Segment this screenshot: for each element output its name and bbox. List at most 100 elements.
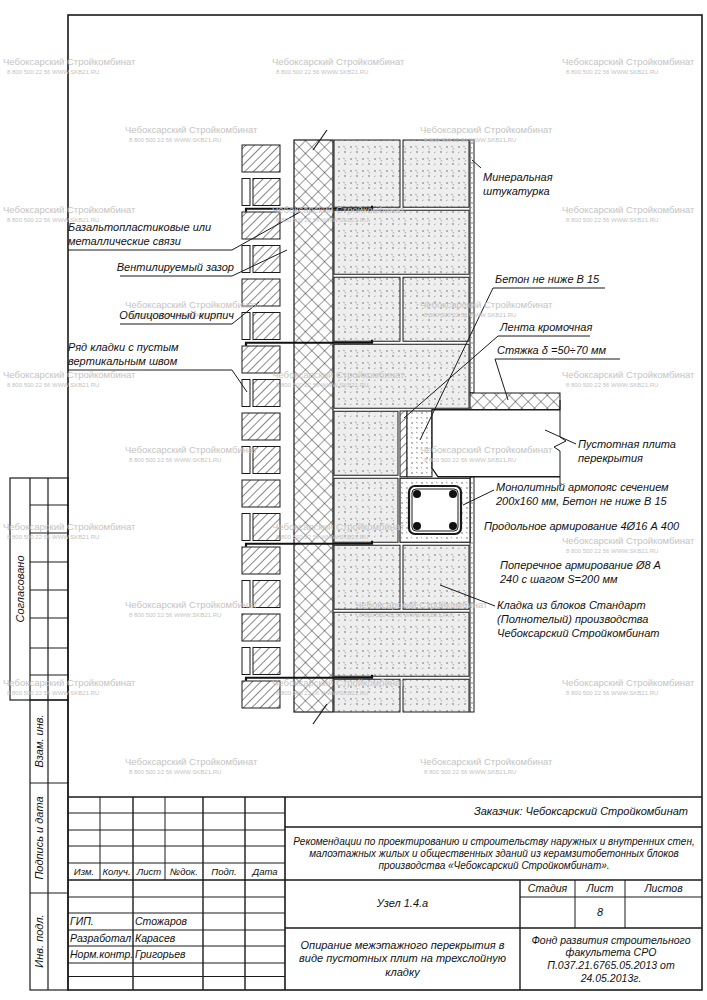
watermark: 8 800 500 22 56 WWW.SKB21.RU <box>129 137 221 143</box>
watermark: Чебоксарский Стройкомбинат <box>3 205 135 215</box>
watermark: 8 800 500 22 56 WWW.SKB21.RU <box>566 548 658 554</box>
facing-brick <box>253 648 280 675</box>
floor-slab-support <box>407 411 432 477</box>
title-block-grid <box>68 879 702 881</box>
watermark: Чебоксарский Стройкомбинат <box>562 370 694 380</box>
watermark: 8 800 500 22 56 WWW.SKB21.RU <box>359 612 451 618</box>
watermark: 8 800 500 22 56 WWW.SKB21.RU <box>129 769 221 775</box>
callout-label: Лента кромочная <box>500 320 610 334</box>
watermark: 8 800 500 22 56 WWW.SKB21.RU <box>424 457 516 463</box>
title-block-cell: Лист <box>133 863 165 880</box>
watermark: Чебоксарский Стройкомбинат <box>420 757 552 767</box>
floor-slab-support <box>432 410 560 477</box>
title-block-grid <box>625 880 626 928</box>
facing-brick <box>242 480 280 507</box>
wall-tie <box>246 340 372 346</box>
leader-line <box>463 490 494 505</box>
watermark: Чебоксарский Стройкомбинат <box>562 205 694 215</box>
callout-label: Монолитный армопояс сечением 200х160 мм,… <box>496 480 681 508</box>
watermark: 8 800 500 22 56 WWW.SKB21.RU <box>7 690 99 696</box>
side-stamp <box>30 561 68 562</box>
title-block-grid <box>284 797 286 990</box>
leader-line <box>545 430 576 444</box>
callout-label: Ряд кладки с пустым вертикальным швом <box>68 340 234 368</box>
title-block-cell: Изм. <box>68 863 100 880</box>
title-block-cell: №док. <box>165 863 203 880</box>
watermark: 8 800 500 22 56 WWW.SKB21.RU <box>129 457 221 463</box>
side-stamp <box>47 478 48 700</box>
title-block-cell: Стадия <box>520 880 575 897</box>
insulation-layer <box>294 140 333 712</box>
title-block-cell: Узел 1.4.а <box>285 880 520 928</box>
title-block-cell: Дата <box>245 863 285 880</box>
watermark: Чебоксарский Стройкомбинат <box>355 600 487 610</box>
title-block-grid <box>68 846 285 847</box>
title-block-cell: Опирание межэтажного перекрытия в виде п… <box>285 928 520 990</box>
title-block-grid <box>68 963 285 964</box>
plaster-layer <box>470 477 474 712</box>
callout-label: Стяжка δ =50÷70 мм <box>497 343 627 357</box>
watermark: Чебоксарский Стройкомбинат <box>562 678 694 688</box>
title-block-grid <box>68 897 285 898</box>
title-block-cell: ГИП. <box>68 913 133 930</box>
facing-brick <box>253 313 280 340</box>
watermark: Чебоксарский Стройкомбинат <box>125 300 257 310</box>
title-block-cell: Разработал <box>68 930 133 946</box>
floor-slab-support <box>412 489 458 531</box>
watermark: 8 800 500 22 56 WWW.SKB21.RU <box>276 690 368 696</box>
watermark: Чебоксарский Стройкомбинат <box>125 445 257 455</box>
floor-slab-support <box>432 410 560 477</box>
block-masonry <box>334 140 400 207</box>
watermark: 8 800 500 22 56 WWW.SKB21.RU <box>424 137 516 143</box>
facing-brick <box>242 648 250 675</box>
watermark: 8 800 500 22 56 WWW.SKB21.RU <box>566 69 658 75</box>
callout-label: Минеральная штукатурка <box>483 170 578 198</box>
watermark: 8 800 500 22 56 WWW.SKB21.RU <box>276 382 368 388</box>
callout-label: Продольное армирование 4Ø16 А 400 <box>484 519 702 533</box>
title-block-grid <box>68 863 285 864</box>
watermark: Чебоксарский Стройкомбинат <box>3 522 135 532</box>
title-block-cell: Лист <box>575 880 625 897</box>
title-block-grid <box>575 880 576 928</box>
block-masonry <box>334 277 400 341</box>
side-stamp <box>30 532 68 533</box>
title-block-cell: Колуч. <box>100 863 133 880</box>
facing-brick <box>242 313 250 340</box>
facing-brick <box>242 179 250 206</box>
floor-slab-support <box>470 393 560 410</box>
watermark: Чебоксарский Стройкомбинат <box>420 445 552 455</box>
side-stamp <box>10 478 68 990</box>
title-block-grid <box>68 976 285 977</box>
title-block-cell: Стожаров <box>133 913 203 930</box>
side-stamp <box>30 617 68 618</box>
watermark: Чебоксарский Стройкомбинат <box>272 522 404 532</box>
watermark: Чебоксарский Стройкомбинат <box>420 125 552 135</box>
watermark: Чебоксарский Стройкомбинат <box>420 300 552 310</box>
side-stamp <box>29 478 30 700</box>
title-block-grid <box>285 927 702 928</box>
watermark: Чебоксарский Стройкомбинат <box>272 57 404 67</box>
title-block-grid <box>100 797 101 880</box>
block-masonry <box>403 679 469 712</box>
facing-brick <box>253 380 280 407</box>
wall-tie <box>246 206 372 681</box>
watermark: Чебоксарский Стройкомбинат <box>562 536 694 546</box>
watermark: 8 800 500 22 56 WWW.SKB21.RU <box>7 69 99 75</box>
title-block-grid <box>285 826 702 827</box>
facing-brick <box>253 179 280 206</box>
title-block-grid <box>68 797 702 990</box>
floor-slab-support <box>400 393 566 542</box>
title-block-grid <box>68 796 702 798</box>
leader-line <box>420 288 605 440</box>
block-masonry <box>334 478 398 542</box>
watermark: Чебоксарский Стройкомбинат <box>562 57 694 67</box>
side-stamp <box>30 892 68 893</box>
stamp-label: Подпись и дата <box>34 796 45 879</box>
title-block-cell: Рекомендации по проектированию и строите… <box>288 828 700 879</box>
facing-brick <box>242 614 280 641</box>
watermark: Чебоксарский Стройкомбинат <box>125 600 257 610</box>
floor-slab-support <box>400 478 470 542</box>
side-stamp <box>30 782 68 783</box>
title-block-grid <box>68 813 285 814</box>
block-masonry <box>334 612 469 676</box>
